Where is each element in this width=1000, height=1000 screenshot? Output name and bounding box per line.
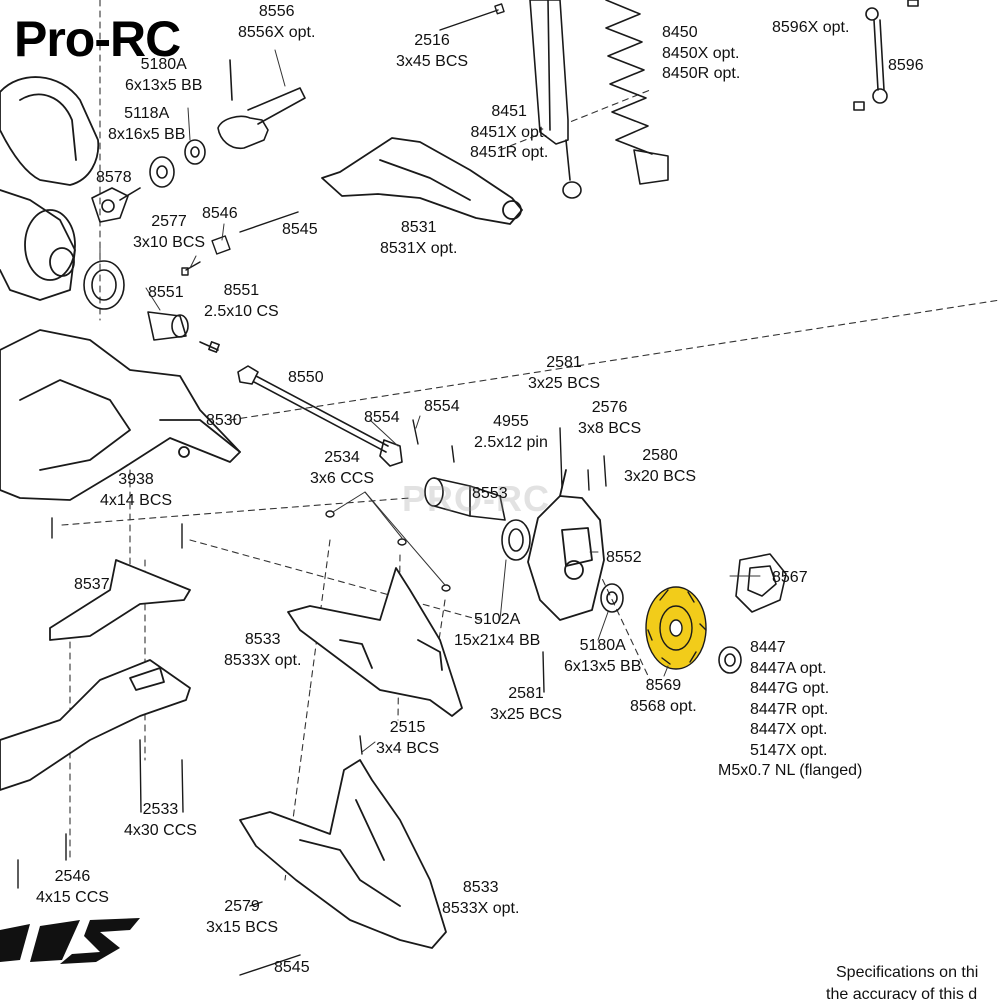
highlighted-hub-8569 — [645, 586, 707, 670]
label-8546: 8546 — [202, 205, 238, 222]
lower-arm-bottom — [239, 759, 447, 949]
bearing-5102a — [501, 519, 531, 561]
chassis-8530 — [0, 329, 241, 501]
label-8554-a: 8554 — [364, 409, 400, 426]
label-8553: 8553 — [472, 485, 508, 502]
shock-spring — [605, 0, 669, 185]
link-rod — [853, 0, 919, 111]
seal-ring — [83, 260, 125, 310]
cup-8551 — [147, 311, 189, 341]
stub-axle — [424, 477, 506, 521]
label-8551-a: 8551 — [148, 284, 184, 301]
label-8545-top: 8545 — [282, 221, 318, 238]
label-8554-b: 8554 — [424, 398, 460, 415]
spec-notice-line2: the accuracy of this d — [826, 986, 978, 1000]
label-8567: 8567 — [772, 569, 808, 586]
label-8537: 8537 — [74, 576, 110, 593]
bearing-stack — [149, 59, 306, 188]
label-8545-bot: 8545 — [274, 959, 310, 976]
brand-logo-text: Pro-RC — [14, 11, 181, 67]
upper-arm — [321, 137, 523, 225]
spec-notice-line1: Specifications on thi — [836, 964, 979, 981]
lower-arm-mid — [287, 567, 463, 717]
shock-body — [529, 0, 582, 199]
steering-block — [527, 469, 605, 621]
screws — [17, 3, 607, 976]
flanged-nut — [718, 646, 742, 674]
label-8530: 8530 — [206, 412, 242, 429]
hex-hub — [735, 553, 787, 613]
label-8550: 8550 — [288, 369, 324, 386]
watermark: PRO-RC — [402, 478, 550, 519]
label-8596x: 8596X opt. — [772, 19, 850, 36]
pinion-gear — [91, 187, 141, 223]
plate-8537 — [0, 559, 191, 791]
leader-lines — [99, 49, 761, 753]
brand-logo-fragment — [0, 918, 140, 964]
label-8596: 8596 — [888, 57, 924, 74]
label-8578: 8578 — [96, 169, 132, 186]
label-8552: 8552 — [606, 549, 642, 566]
diff-housing — [0, 76, 100, 301]
bearing-5180a — [600, 583, 624, 613]
